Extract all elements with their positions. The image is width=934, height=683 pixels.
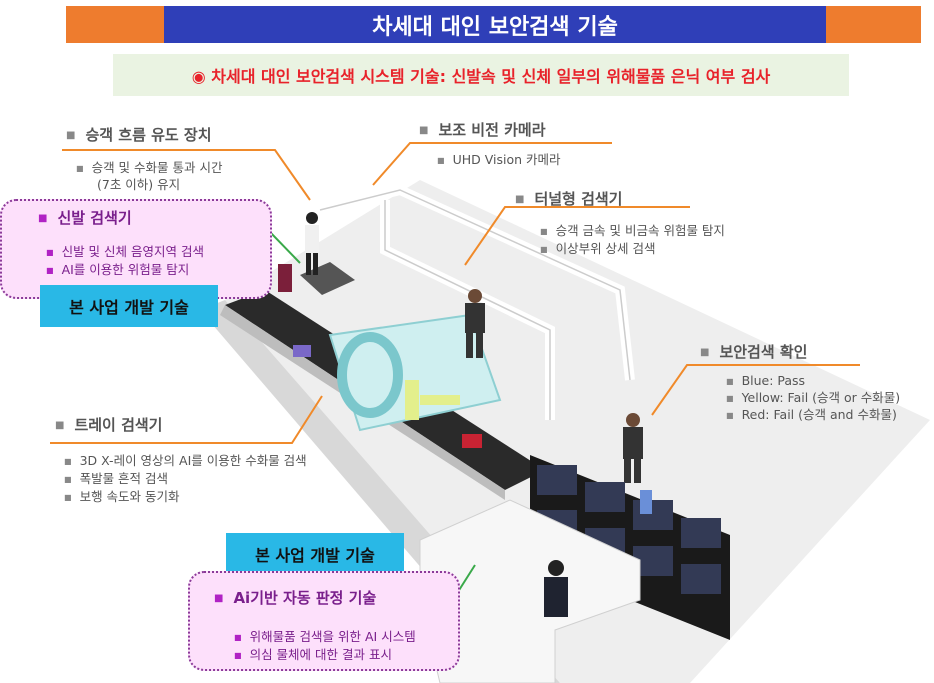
flow-device-item: ■ 승객 및 수화물 통과 시간: [76, 159, 222, 177]
tunnel-scanner-item: ■ 승객 금속 및 비금속 위험물 탐지: [540, 222, 725, 240]
vision-camera-heading: ■ 보조 비전 카메라: [419, 119, 546, 140]
shoe-scanner-heading: ■ 신발 검색기: [38, 207, 132, 228]
tray-scanner-heading: ■ 트레이 검색기: [55, 414, 162, 435]
bullet-icon: ■: [38, 213, 48, 224]
tray-scanner-item-text: 보행 속도와 동기화: [79, 489, 180, 504]
ai-judgement-item: ■ 위해물품 검색을 위한 AI 시스템: [234, 628, 416, 646]
security-check-item: ■ Yellow: Fail (승객 or 수화물): [726, 389, 900, 407]
tray-scanner-heading-text: 트레이 검색기: [74, 416, 163, 434]
bullet-icon: ■: [46, 266, 54, 275]
bullet-icon: ■: [234, 651, 242, 660]
bullet-icon: ■: [726, 411, 734, 420]
bullet-icon: ■: [234, 633, 242, 642]
security-check-item: ■ Blue: Pass: [726, 372, 805, 390]
ai-judgement-item-text: 의심 물체에 대한 결과 표시: [249, 647, 392, 662]
person-officer-left: [305, 212, 319, 275]
bullet-icon: ■: [64, 457, 72, 466]
tunnel-scanner-item-text: 승객 금속 및 비금속 위험물 탐지: [555, 223, 725, 238]
vision-camera-item-text: UHD Vision 카메라: [452, 152, 561, 167]
tunnel-arch-outline: [384, 200, 551, 420]
bullet-icon: ■: [64, 493, 72, 502]
suitcase: [278, 264, 292, 292]
flow-device-heading-text: 승객 흐름 유도 장치: [85, 126, 212, 144]
tray-scanner-item: ■ 폭발물 흔적 검색: [64, 470, 168, 488]
security-check-item-text: Blue: Pass: [741, 373, 806, 388]
bullet-icon: ■: [437, 156, 445, 165]
bullet-icon: ■: [76, 164, 84, 173]
person-inspector: [623, 413, 643, 483]
scanner-panel: [420, 395, 460, 405]
bullet-icon: ■: [700, 347, 710, 358]
flow-device-heading: ■ 승객 흐름 유도 장치: [66, 124, 212, 145]
bullet-icon: ■: [46, 248, 54, 257]
ai-judgement-heading-text: Ai기반 자동 판정 기술: [233, 589, 377, 607]
bullet-icon: ■: [726, 394, 734, 403]
shoe-scanner-item-text: AI를 이용한 위험물 탐지: [61, 262, 190, 277]
bullet-icon: ■: [64, 475, 72, 484]
tunnel-scanner-item-text: 이상부위 상세 검색: [555, 241, 656, 256]
bullet-icon: ■: [515, 194, 525, 205]
floor-platform: [225, 180, 930, 683]
person-passenger: [465, 289, 485, 358]
shoe-scanner-item: ■ AI를 이용한 위험물 탐지: [46, 261, 189, 279]
person-police: [544, 560, 568, 617]
bullet-icon: ■: [540, 245, 548, 254]
flow-device-item: (7초 이하) 유지: [97, 176, 180, 193]
project-badge: 본 사업 개발 기술: [226, 533, 404, 575]
tray-scanner-item-text: 폭발물 흔적 검색: [79, 471, 169, 486]
security-check-item-text: Red: Fail (승객 and 수화물): [741, 407, 897, 422]
ai-judgement-item: ■ 의심 물체에 대한 결과 표시: [234, 646, 392, 664]
tunnel-arch-outline: [319, 189, 631, 381]
vision-camera-item: ■ UHD Vision 카메라: [437, 151, 561, 169]
security-check-item-text: Yellow: Fail (승객 or 수화물): [741, 390, 901, 405]
subtitle: ◉ 차세대 대인 보안검색 시스템 기술: 신발속 및 신체 일부의 위해물품 …: [113, 54, 849, 96]
security-check-heading-text: 보안검색 확인: [719, 343, 808, 361]
tray-scanner-item: ■ 보행 속도와 동기화: [64, 488, 180, 506]
bullet-icon: ■: [726, 377, 734, 386]
bullet-icon: ■: [214, 593, 224, 604]
shoe-scanner-item-text: 신발 및 신체 음영지역 검색: [61, 244, 204, 259]
bullet-icon: ■: [419, 125, 429, 136]
tray-item: [293, 345, 311, 357]
ai-judgement-item-text: 위해물품 검색을 위한 AI 시스템: [249, 629, 416, 644]
flow-device-item-text: 승객 및 수화물 통과 시간: [91, 160, 223, 175]
flow-device-item-text: (7초 이하) 유지: [97, 177, 181, 192]
tunnel-scanner-item: ■ 이상부위 상세 검색: [540, 240, 656, 258]
ai-judgement-heading: ■ Ai기반 자동 판정 기술: [214, 587, 376, 608]
scanner-panel: [405, 380, 419, 420]
page-title: 차세대 대인 보안검색 기술: [164, 6, 826, 43]
shoe-scanner-heading-text: 신발 검색기: [57, 209, 132, 227]
vision-camera-heading-text: 보조 비전 카메라: [438, 121, 546, 139]
project-badge: 본 사업 개발 기술: [40, 285, 218, 327]
scanner-ring: [337, 332, 403, 418]
tray-scanner-item-text: 3D X-레이 영상의 AI를 이용한 수화물 검색: [79, 453, 307, 468]
ai-judgement-box: ■ Ai기반 자동 판정 기술 ■ 위해물품 검색을 위한 AI 시스템 ■ 의심 물…: [188, 571, 460, 671]
security-check-item: ■ Red: Fail (승객 and 수화물): [726, 406, 897, 424]
bullet-icon: ■: [540, 227, 548, 236]
leader-lines: [50, 142, 860, 444]
tunnel-scanner-heading: ■ 터널형 검색기: [515, 188, 622, 209]
tray-item: [462, 434, 482, 448]
shoe-scanner-box: ■ 신발 검색기 ■ 신발 및 신체 음영지역 검색 ■ AI를 이용한 위험물 탐지: [0, 199, 272, 299]
tray-scanner-item: ■ 3D X-레이 영상의 AI를 이용한 수화물 검색: [64, 452, 307, 470]
bullet-icon: ■: [55, 420, 65, 431]
tunnel-scanner-heading-text: 터널형 검색기: [534, 190, 623, 208]
bullet-icon: ■: [66, 130, 76, 141]
security-check-heading: ■ 보안검색 확인: [700, 341, 807, 362]
shoe-scanner-item: ■ 신발 및 신체 음영지역 검색: [46, 243, 204, 261]
water-bottle: [640, 490, 652, 514]
